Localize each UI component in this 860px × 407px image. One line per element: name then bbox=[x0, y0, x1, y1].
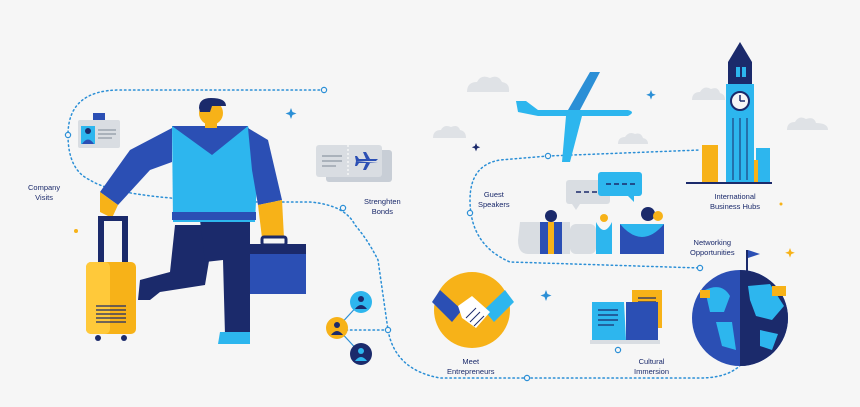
globe-icon bbox=[692, 250, 788, 366]
cloud-icons bbox=[433, 76, 828, 144]
label-international-business-hubs-line2: Business Hubs bbox=[710, 201, 761, 211]
yellow-sparkle-icons bbox=[74, 202, 795, 258]
label-cultural-immersion-line1: Cultural bbox=[638, 357, 665, 366]
handshake-icon bbox=[432, 272, 514, 348]
traveler-figure-icon bbox=[100, 98, 284, 344]
clock-tower-icon bbox=[686, 42, 772, 184]
label-meet-entrepreneurs: Meet Entrepreneurs bbox=[447, 357, 495, 376]
label-networking-opportunities-line2: Opportunities bbox=[690, 247, 735, 257]
sparkle-icons bbox=[285, 90, 656, 301]
label-international-business-hubs: International Business Hubs bbox=[710, 192, 760, 211]
label-cultural-immersion: Cultural Immersion bbox=[634, 357, 669, 376]
id-badge-icon bbox=[78, 113, 120, 148]
label-strengthen-bonds-line1: Strenghten bbox=[364, 197, 401, 206]
label-guest-speakers: Guest Speakers bbox=[478, 190, 510, 209]
label-strengthen-bonds-line2: Bonds bbox=[371, 206, 393, 216]
label-company-visits-line1: Company bbox=[28, 183, 61, 192]
airplane-icon bbox=[516, 72, 632, 162]
label-international-business-hubs-line1: International bbox=[714, 192, 756, 201]
label-cultural-immersion-line2: Immersion bbox=[634, 366, 670, 376]
label-networking-opportunities: Networking Opportunities bbox=[690, 238, 735, 257]
label-strengthen-bonds: Strenghten Bonds bbox=[364, 197, 401, 216]
label-meet-entrepreneurs-line2: Entrepreneurs bbox=[447, 366, 495, 376]
label-guest-speakers-line2: Speakers bbox=[478, 199, 510, 209]
book-icon bbox=[590, 290, 662, 344]
label-guest-speakers-line1: Guest bbox=[483, 190, 504, 199]
path-nodes bbox=[64, 86, 704, 382]
label-networking-opportunities-line1: Networking bbox=[693, 238, 732, 247]
label-meet-entrepreneurs-line1: Meet bbox=[462, 357, 480, 366]
briefcase-icon bbox=[250, 235, 306, 294]
label-company-visits: Company Visits bbox=[28, 183, 60, 202]
ticket-icon bbox=[316, 145, 392, 182]
guest-speakers-group bbox=[518, 207, 664, 254]
suitcase-icon bbox=[86, 216, 136, 341]
people-network-icon bbox=[326, 291, 372, 365]
speech-bubble-icon bbox=[566, 172, 642, 210]
label-company-visits-line2: Visits bbox=[35, 192, 53, 202]
